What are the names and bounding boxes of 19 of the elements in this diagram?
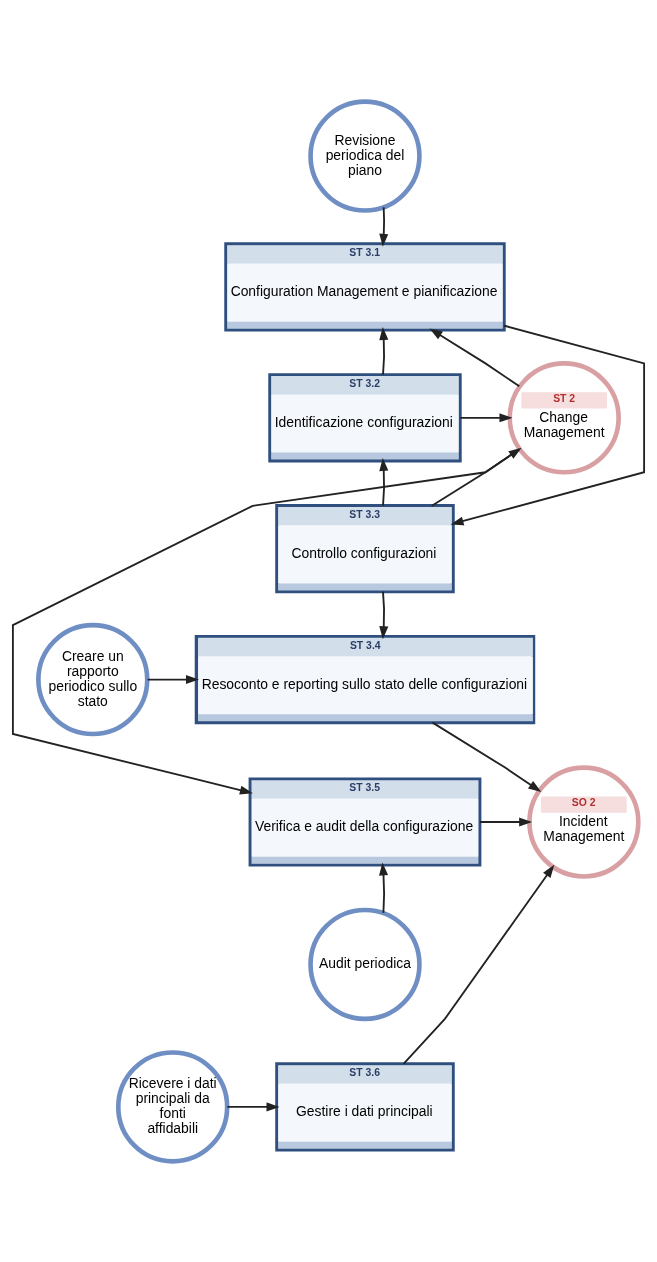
arrow: [479, 816, 533, 827]
arrow: [379, 590, 389, 639]
arrow: [11, 447, 521, 794]
arrow: [379, 205, 389, 247]
arrow: [431, 721, 542, 792]
node-circle: Ricevere i dati principali da fonti affidabili: [115, 1049, 230, 1164]
arrow: [450, 324, 646, 525]
node-circle: Audit periodica: [308, 907, 422, 1021]
node-circle: Creare un rapporto periodico sullo stato: [36, 622, 150, 736]
arrow: [379, 861, 389, 914]
arrow: [146, 674, 199, 684]
arrow: [402, 864, 555, 1065]
arrow: [226, 1101, 280, 1111]
arrow: [379, 326, 389, 376]
node-circle: Revisione periodica del piano: [308, 98, 422, 213]
arrow: [379, 457, 389, 506]
arrow: [459, 412, 513, 422]
arrow: [429, 327, 521, 387]
arrow: [430, 447, 522, 507]
